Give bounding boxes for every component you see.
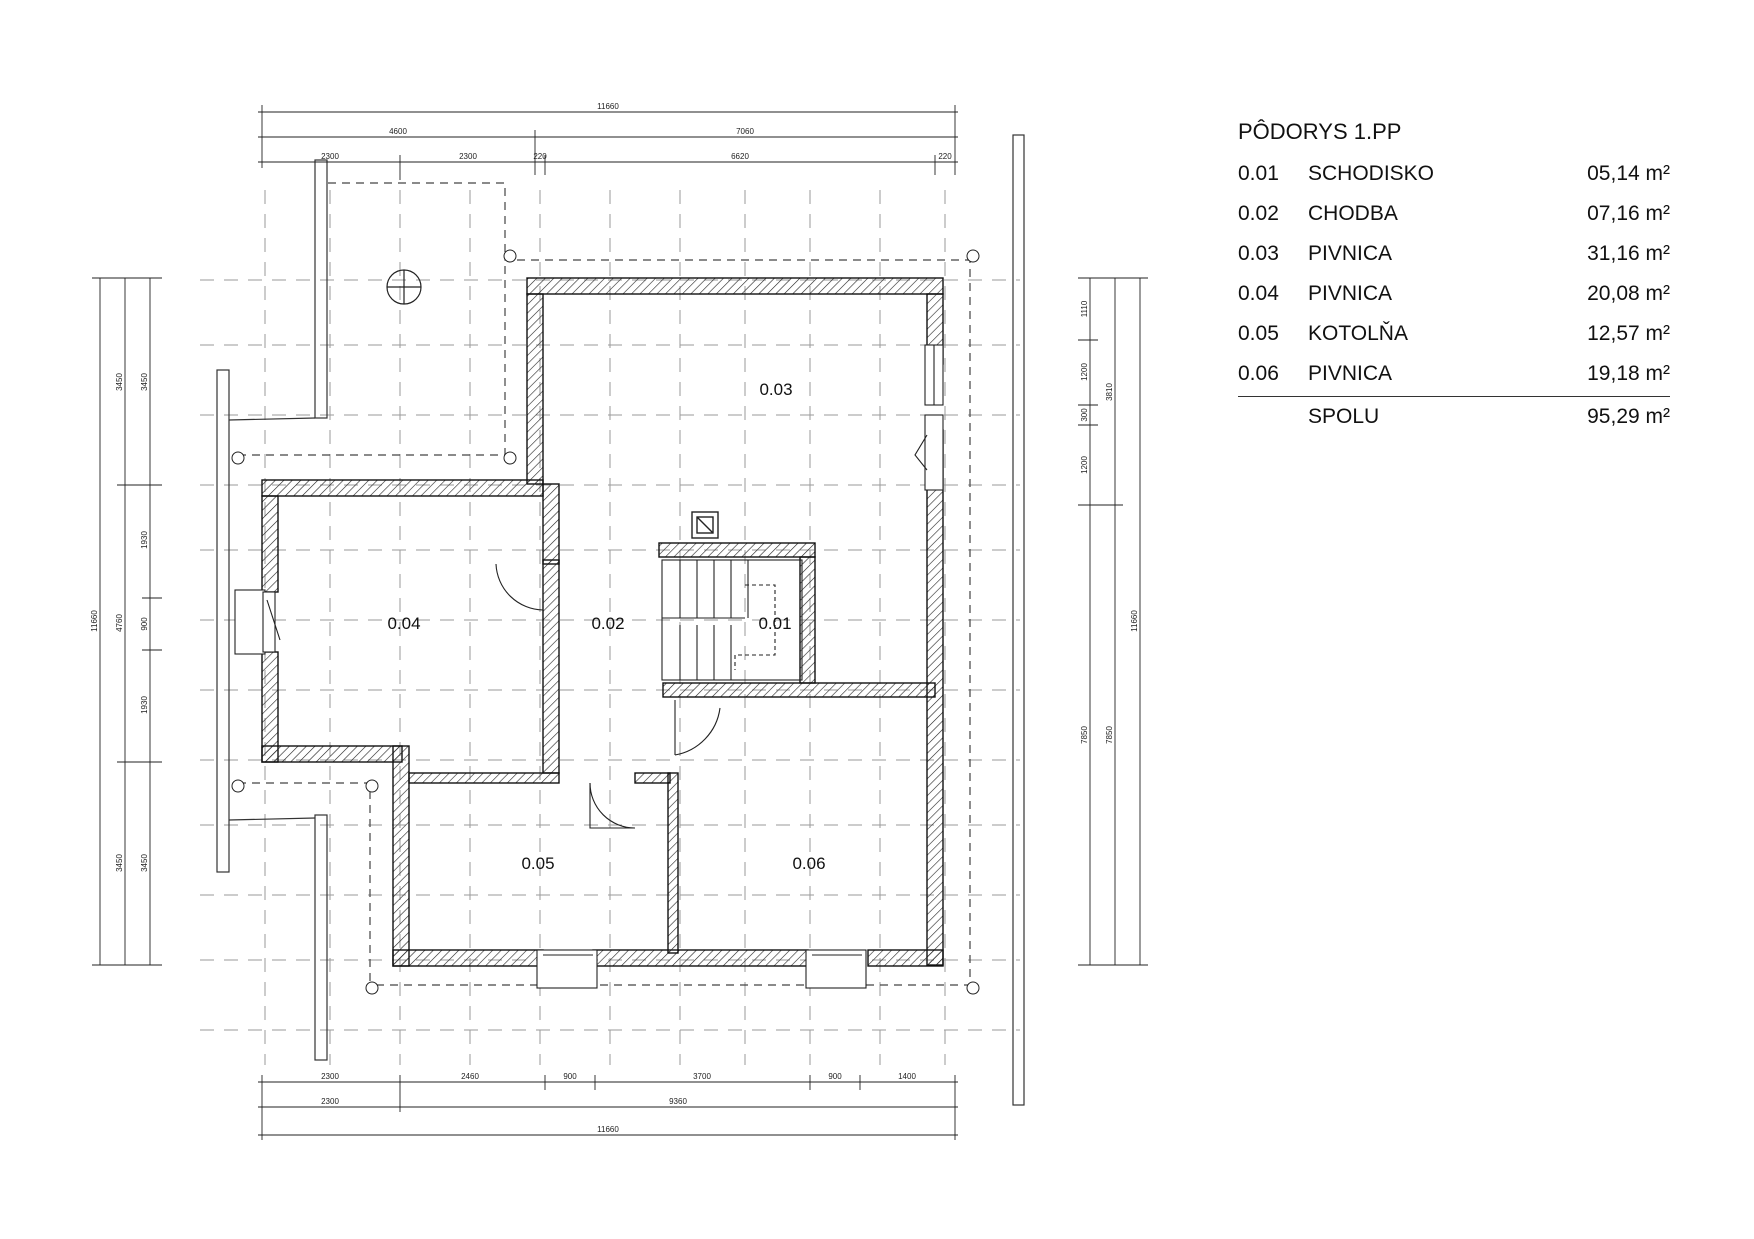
dim-bottom-b1: 2300 (321, 1097, 339, 1106)
dim-top-a: 4600 (389, 127, 407, 136)
room-label-0-02: 0.02 (591, 614, 624, 633)
legend-row: 0.04 PIVNICA 20,08 m² (1238, 274, 1670, 314)
dim-right-a2: 7850 (1105, 726, 1114, 744)
dim-left-a1: 3450 (115, 373, 124, 391)
column-markers (231, 249, 980, 995)
room-legend: PÔDORYS 1.PP 0.01 SCHODISKO 05,14 m² 0.0… (1238, 110, 1670, 437)
total-label: SPOLU (1308, 405, 1380, 428)
dim-right-b1: 1110 (1080, 300, 1089, 317)
room-label-0-05: 0.05 (521, 854, 554, 873)
dim-bottom-b2: 9360 (669, 1097, 687, 1106)
door-swings (266, 434, 928, 829)
legend-row: 0.06 PIVNICA 19,18 m² (1238, 354, 1670, 394)
room-name: CHODBA (1308, 202, 1398, 225)
room-name: KOTOLŇA (1308, 322, 1408, 345)
room-area: 19,18 m² (1587, 362, 1670, 385)
dim-top-b: 7060 (736, 127, 754, 136)
dim-right-b5: 7850 (1080, 726, 1089, 744)
staircase (661, 559, 803, 681)
dim-bottom-a6: 1400 (898, 1072, 916, 1081)
dim-right-total: 11660 (1130, 610, 1139, 632)
room-name: PIVNICA (1308, 282, 1393, 305)
room-label-0-06: 0.06 (792, 854, 825, 873)
dim-right-b3: 300 (1080, 408, 1089, 422)
dim-top-c4: 6620 (731, 152, 749, 161)
chimney (691, 511, 719, 539)
dim-top-total: 11660 (597, 102, 619, 111)
room-label-0-01: 0.01 (758, 614, 791, 633)
dim-left-total: 11660 (90, 610, 99, 632)
legend-total-rule (1238, 396, 1670, 397)
canopy-strips (216, 134, 1025, 1106)
room-area: 05,14 m² (1587, 162, 1670, 185)
room-id: 0.06 (1238, 362, 1279, 385)
room-labels: 0.03 0.04 0.02 0.01 0.05 0.06 (387, 380, 825, 873)
dim-bottom-a3: 900 (563, 1072, 577, 1081)
dim-top-c5: 220 (938, 152, 952, 161)
dim-right-a1: 3810 (1105, 383, 1114, 401)
room-label-0-03: 0.03 (759, 380, 792, 399)
dim-bottom-a4: 3700 (693, 1072, 711, 1081)
dimension-labels: 11660 4600 7060 2300 2300 220 6620 220 2… (90, 102, 1139, 1134)
dim-bottom-a5: 900 (828, 1072, 842, 1081)
dim-left-b2: 1930 (140, 531, 149, 549)
room-name: SCHODISKO (1308, 162, 1435, 185)
legend-title: PÔDORYS 1.PP (1238, 119, 1402, 144)
roof-outline (238, 182, 971, 986)
room-area: 31,16 m² (1587, 242, 1670, 265)
total-spacer (1238, 397, 1308, 437)
dim-top-c2: 2300 (459, 152, 477, 161)
legend-row: 0.01 SCHODISKO 05,14 m² (1238, 154, 1670, 194)
room-area: 12,57 m² (1587, 322, 1670, 345)
dim-left-b3: 900 (140, 617, 149, 631)
room-area: 20,08 m² (1587, 282, 1670, 305)
dimension-lines (92, 105, 1148, 1140)
windows (234, 344, 944, 989)
room-id: 0.01 (1238, 162, 1279, 185)
room-name: PIVNICA (1308, 362, 1393, 385)
room-name: PIVNICA (1308, 242, 1393, 265)
room-id: 0.05 (1238, 322, 1279, 345)
room-label-0-04: 0.04 (387, 614, 420, 633)
well (386, 269, 422, 305)
dim-top-c3: 220 (533, 152, 547, 161)
dim-bottom-a1: 2300 (321, 1072, 339, 1081)
dim-left-b4: 1930 (140, 696, 149, 714)
room-id: 0.04 (1238, 282, 1279, 305)
dim-left-b5: 3450 (140, 854, 149, 872)
dim-right-b2: 1200 (1080, 363, 1089, 381)
dim-right-b4: 1200 (1080, 456, 1089, 474)
room-id: 0.02 (1238, 202, 1279, 225)
dim-bottom-total: 11660 (597, 1125, 619, 1134)
legend-row: 0.02 CHODBA 07,16 m² (1238, 194, 1670, 234)
room-area: 07,16 m² (1587, 202, 1670, 225)
legend-total-row: SPOLU 95,29 m² (1238, 397, 1670, 437)
legend-row: 0.03 PIVNICA 31,16 m² (1238, 234, 1670, 274)
dim-bottom-a2: 2460 (461, 1072, 479, 1081)
dim-left-a3: 3450 (115, 854, 124, 872)
dim-left-a2: 4760 (115, 614, 124, 632)
dim-top-c1: 2300 (321, 152, 339, 161)
legend-row: 0.05 KOTOLŇA 12,57 m² (1238, 314, 1670, 354)
room-id: 0.03 (1238, 242, 1279, 265)
dim-left-b1: 3450 (140, 373, 149, 391)
total-area: 95,29 m² (1587, 405, 1670, 428)
walls (261, 277, 944, 967)
